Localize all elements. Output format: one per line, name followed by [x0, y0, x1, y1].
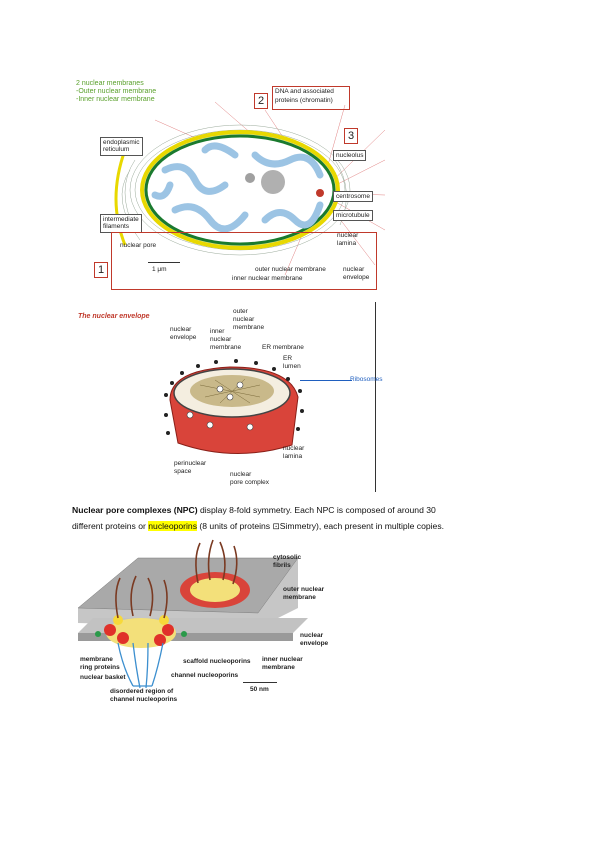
ne-label-2: envelope [300, 640, 329, 647]
if-label-1: intermediate [103, 216, 139, 223]
paragraph-part-3: (8 units of proteins [197, 521, 273, 531]
channel-label: channel nucleoporins [171, 672, 239, 679]
scale-label: 1 μm [152, 266, 167, 273]
npc-paragraph: Nuclear pore complexes (NPC) display 8-f… [72, 502, 542, 534]
inner-label-1: inner [210, 328, 225, 335]
envelope-illustration [164, 359, 304, 455]
box-1-number: 1 [94, 262, 108, 278]
nuclear-pore-label: nuclear pore [120, 242, 157, 249]
npc-bold: Nuclear pore complexes (NPC) [72, 505, 198, 515]
inm-label-2: membrane [262, 664, 295, 671]
ring-label-2: ring proteins [80, 664, 120, 671]
inner-label-2: nuclear [210, 336, 232, 343]
paragraph-part-1: display 8-fold symmetry. Each NPC is com… [197, 505, 436, 515]
membranes-title: 2 nuclear membranes [76, 80, 144, 87]
nucleolus-label: nucleolus [333, 150, 367, 162]
er-membrane-label: ER membrane [262, 344, 304, 351]
outer-membrane-item: -Outer nuclear membrane [76, 88, 157, 95]
cyto-label-1: cytosolic [273, 554, 302, 561]
paragraph-part-4: Simmetry), each present in multiple copi… [279, 521, 445, 531]
lamina-label-1: nuclear [337, 232, 359, 239]
nucleoporins-highlight: nucleoporins [148, 521, 198, 531]
ribosomes-label: Ribosomes [350, 376, 383, 383]
onm-label-2: membrane [283, 594, 316, 601]
envelope-label-1: nuclear [343, 266, 365, 273]
lamina-label-2: lamina [337, 240, 357, 247]
paragraph-line-1: Nuclear pore complexes (NPC) display 8-f… [72, 502, 542, 518]
inner-label-3: membrane [210, 344, 242, 351]
onm-label-1: outer nuclear [283, 586, 325, 593]
dna-label-1: DNA and associated [275, 88, 334, 95]
inner-membrane-item: -Inner nuclear membrane [76, 96, 155, 103]
paragraph-line-2: different proteins or nucleoporins (8 un… [72, 518, 542, 534]
scaffold-label: scaffold nucleoporins [183, 658, 251, 665]
box-2 [272, 86, 350, 110]
box-2-number: 2 [254, 93, 268, 109]
inm-label-1: inner nuclear [262, 656, 303, 663]
er-label: endoplasmic reticulum [100, 137, 143, 156]
centrosome-label: centrosome [333, 191, 373, 203]
ne-label-1: nuclear [300, 632, 324, 639]
er-lumen-label-1: ER [283, 355, 293, 362]
er-label-1: endoplasmic [103, 139, 140, 146]
dna-label-2: proteins (chromatin) [275, 97, 333, 104]
pore-complex-label-2: pore complex [230, 479, 270, 486]
outer-label-2: nuclear [233, 316, 255, 323]
disordered-label-1: disordered region of [110, 688, 174, 695]
lamina-label-2: lamina [283, 453, 303, 460]
outer-label-3: membrane [233, 324, 265, 331]
npc-illustration [78, 539, 308, 689]
envelope-label-2: envelope [343, 274, 370, 281]
ring-label-1: membrane [80, 656, 113, 663]
basket-label: nuclear basket [80, 674, 126, 681]
disordered-label-2: channel nucleoporins [110, 696, 178, 703]
scale-50nm-label: 50 nm [250, 686, 269, 693]
er-label-2: reticulum [103, 146, 130, 154]
lamina-label-1: nuclear [283, 445, 305, 452]
er-lumen-label-2: lumen [283, 363, 301, 370]
scale-bar [148, 262, 180, 263]
perinuclear-label-1: perinuclear [174, 460, 207, 467]
cyto-label-2: fibrils [273, 562, 291, 569]
divider-line [375, 302, 376, 492]
box-3-number: 3 [344, 128, 358, 144]
paragraph-part-2: different proteins or [72, 521, 149, 531]
nucleus-illustration [114, 101, 385, 276]
perinuclear-label-2: space [174, 468, 192, 475]
ribosome-pointer [300, 380, 352, 381]
box-1 [111, 232, 377, 290]
figure-2-title: The nuclear envelope [78, 313, 150, 320]
symbol-glyph: ⊡ [272, 521, 280, 531]
microtubule-label: microtubule [333, 210, 373, 222]
pore-complex-label-1: nuclear [230, 471, 252, 478]
inner-membrane-label: inner nuclear membrane [232, 275, 303, 282]
if-label: intermediate filaments [100, 214, 142, 233]
env-label-1: nuclear [170, 326, 192, 333]
outer-membrane-label: outer nuclear membrane [255, 266, 326, 273]
if-label-2: filaments [103, 223, 130, 231]
env-label-2: envelope [170, 334, 197, 341]
scale-bar-50nm [243, 682, 277, 683]
outer-label-1: outer [233, 308, 248, 315]
